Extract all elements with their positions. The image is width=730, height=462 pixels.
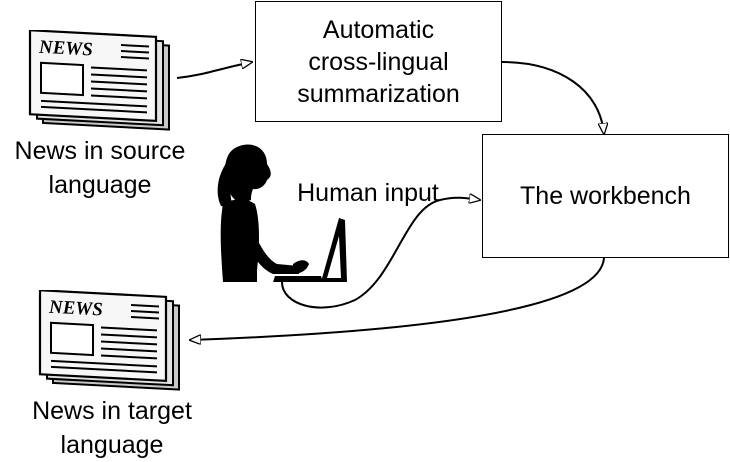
target-news-label: News in target language: [12, 394, 212, 462]
source-news-label: News in source language: [0, 134, 200, 202]
target-news-line-1: News in target: [32, 397, 192, 425]
arrow-human-to-workbench: [281, 198, 480, 309]
arrow-summarization-to-workbench: [501, 61, 604, 134]
person-at-computer-icon: [217, 144, 347, 282]
workbench-label: The workbench: [520, 182, 691, 210]
summarization-box: Automatic cross-lingual summarization: [255, 1, 502, 122]
summarization-line-2: cross-lingual: [308, 47, 449, 76]
human-input-text: Human input: [297, 179, 439, 207]
arrow-workbench-to-target-news: [190, 257, 605, 340]
arrow-news-to-summarization: [176, 62, 252, 79]
newspaper-icon: NEWS: [38, 290, 180, 391]
newspaper-masthead: NEWS: [48, 297, 103, 321]
summarization-line-3: summarization: [297, 79, 460, 108]
source-news-line-2: language: [48, 171, 152, 199]
source-news-line-1: News in source: [14, 137, 186, 165]
summarization-line-1: Automatic: [322, 15, 435, 44]
target-news-line-2: language: [60, 431, 164, 459]
human-input-label: Human input: [282, 176, 454, 210]
workbench-box: The workbench: [482, 134, 729, 258]
newspaper-icon: NEWS: [28, 30, 170, 131]
newspaper-masthead: NEWS: [38, 37, 93, 61]
